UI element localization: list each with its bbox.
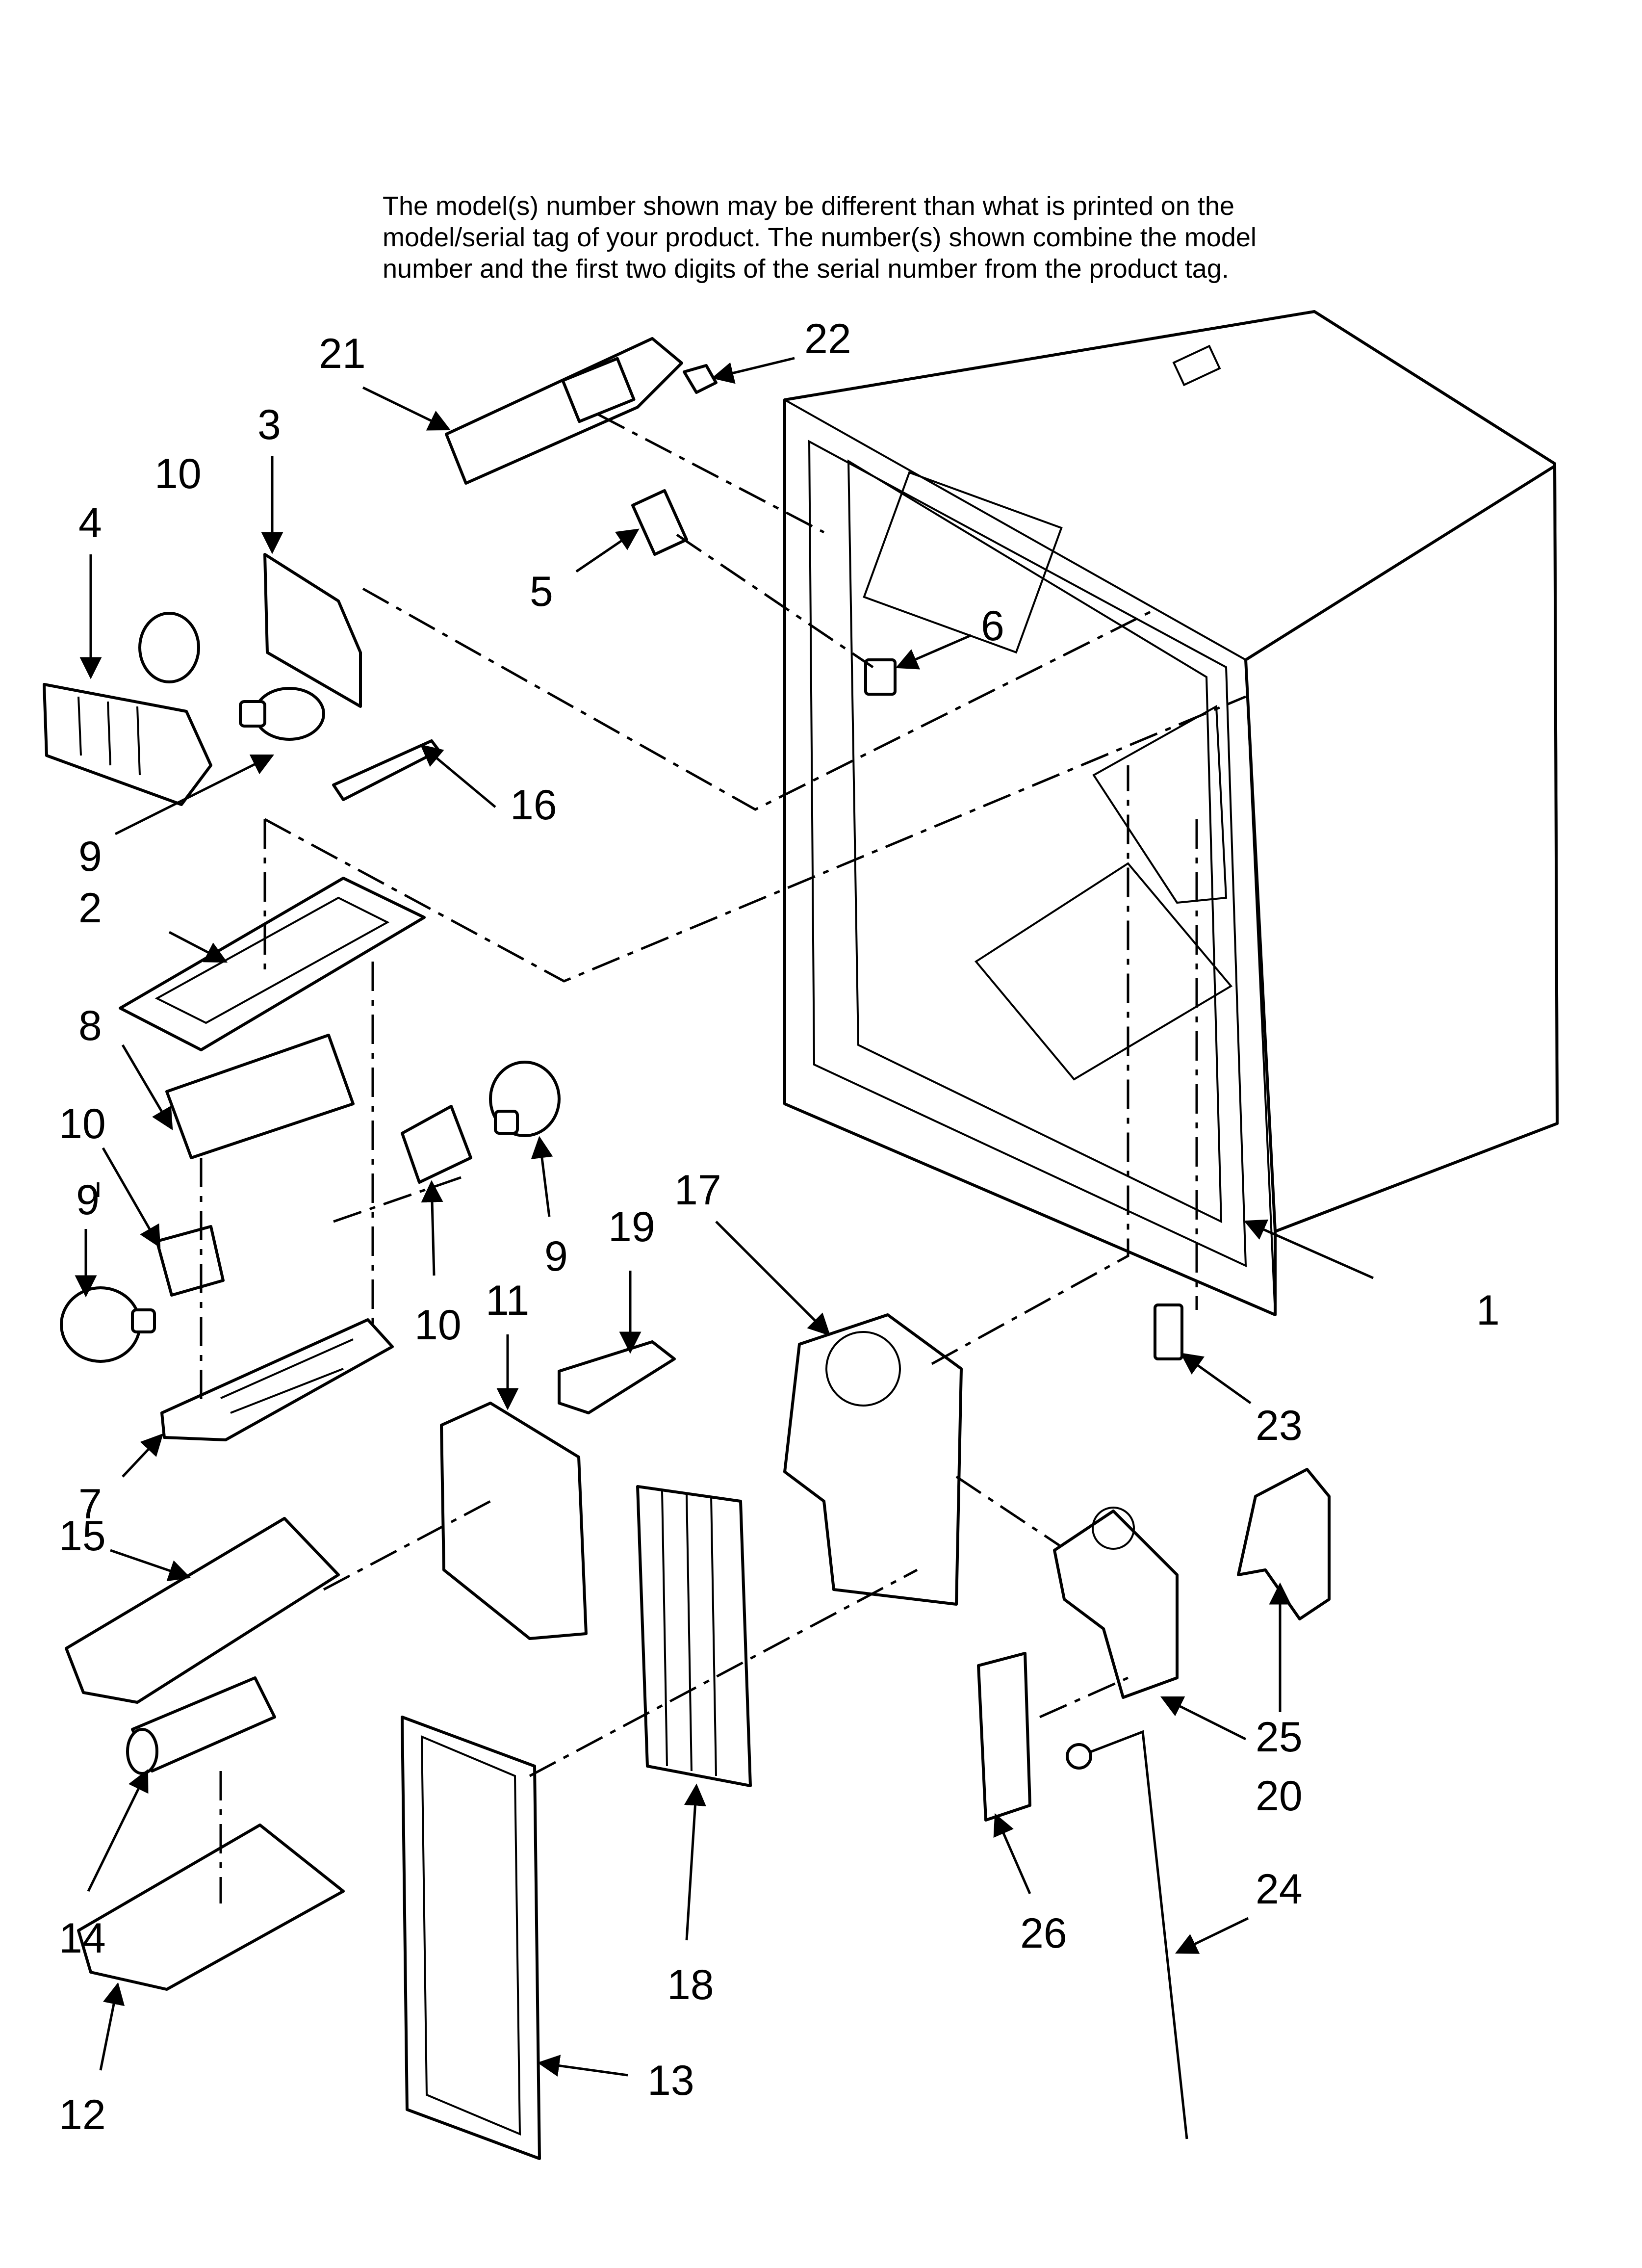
callout-22: 22 [804,315,851,363]
callout-10-upper: 10 [154,450,202,497]
callout-1: 1 [1476,1287,1500,1334]
callout-26: 26 [1020,1910,1067,1957]
callout-6: 6 [981,602,1004,650]
callout-11: 11 [486,1277,529,1324]
callout-8: 8 [78,1002,102,1049]
model-number-note: The model(s) number shown may be differe… [383,190,1511,285]
callout-7: 7 [78,1481,102,1528]
callout-12: 12 [59,2091,106,2138]
light-cover-upper-part [43,683,212,806]
light-shield-part [263,553,362,708]
valve-cover-part [977,1652,1031,1822]
water-filter-part [126,1676,276,1775]
light-socket-middle-part [401,1105,472,1184]
callout-18: 18 [667,1961,714,2008]
filter-cover-part [77,1824,345,1991]
thermistor-part [631,489,688,556]
callout-19: 19 [608,1203,655,1251]
filter-head-part [65,1517,340,1704]
filter-bracket-part [440,1402,588,1640]
screw-part [683,364,718,394]
wire-connector-part [1154,1303,1183,1360]
callout-10-lower: 10 [59,1100,106,1147]
water-heater-sensor-part [558,1340,676,1414]
dispenser-housing-part [783,1313,963,1606]
note-line-3: number and the first two digits of the s… [383,254,1229,284]
callout-17: 17 [674,1167,721,1214]
note-line-2: model/serial tag of your product. The nu… [383,223,1257,252]
callout-23: 23 [1256,1402,1303,1449]
callout-3: 3 [257,401,281,448]
note-line-1: The model(s) number shown may be differe… [383,191,1234,221]
light-bulb-middle-part [489,1061,561,1137]
callout-13: 13 [647,2057,694,2104]
light-socket-upper-part [138,612,200,683]
control-housing-part [445,337,683,485]
callout-14: 14 [59,1915,106,1962]
callout-9-middle: 9 [544,1233,568,1280]
leader-arrows [75,357,1374,2077]
valve-bracket-part [1237,1468,1331,1620]
callout-9-upper: 9 [78,833,102,880]
callout-9-lower: 9 [76,1176,100,1224]
door-switch-part [864,658,897,696]
cabinet-liner-part [783,310,1559,1316]
light-lens-part [165,1034,355,1159]
callout-15: 15 [59,1512,106,1560]
callout-21: 21 [319,330,366,377]
callout-4: 4 [78,499,102,547]
callout-10-middle: 10 [414,1302,462,1349]
trim-panel-part [401,1716,541,2160]
assembly-lines [200,413,1246,1903]
thermistor-probe-part [332,739,440,801]
callout-5: 5 [530,568,553,615]
light-cover-lower-part [160,1318,394,1441]
light-housing-part [119,877,426,1051]
light-bulb-upper-part [239,687,325,741]
light-bulb-lower-part [60,1286,156,1363]
callout-24: 24 [1256,1866,1303,1913]
callout-20: 20 [1256,1773,1303,1820]
water-valve-part [1053,1507,1179,1699]
water-tank-part [636,1485,752,1787]
light-socket-lower-part [155,1225,225,1297]
water-tube-part [1066,1730,1188,2139]
callout-25: 25 [1256,1714,1303,1761]
callout-2: 2 [78,885,102,932]
callout-labels: 1 2 3 4 5 6 7 8 9 9 9 10 10 10 11 12 13 … [59,315,1500,2138]
callout-16: 16 [510,782,557,829]
